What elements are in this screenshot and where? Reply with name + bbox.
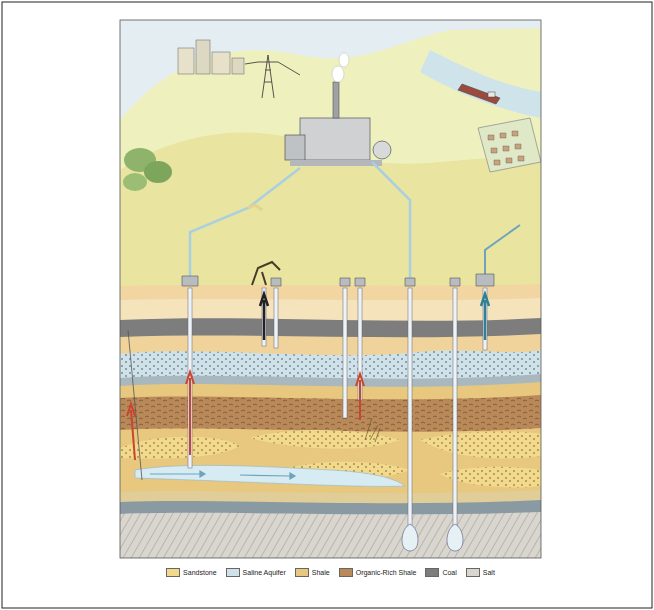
legend-item: Coal — [425, 568, 456, 577]
picture-frame — [120, 20, 541, 558]
legend-swatch — [339, 568, 353, 577]
legend-text: Organic-Rich Shale — [356, 569, 417, 577]
co2-pipeline — [372, 162, 410, 280]
shale-layer — [120, 382, 541, 558]
organic-rich-shale-layer — [120, 395, 541, 558]
shale-layer — [120, 334, 541, 558]
legend-text: Saline Aquifer — [243, 569, 286, 577]
legend-item: Salt — [466, 568, 495, 577]
caprock-layer — [120, 374, 541, 558]
salt-cavern — [447, 524, 463, 551]
houses — [488, 131, 524, 165]
salt-cavern-well — [453, 288, 457, 526]
fault-line — [128, 330, 142, 480]
flow-arrows — [150, 471, 295, 479]
oil-arrow — [260, 294, 268, 340]
steam — [339, 53, 349, 67]
co2-pipeline — [190, 168, 300, 280]
production-well — [274, 288, 278, 348]
sky — [120, 20, 541, 290]
sandstone-lens — [420, 432, 541, 459]
sediment-layer — [120, 298, 541, 558]
barge-cabin — [488, 92, 495, 97]
wellhead — [182, 274, 494, 286]
legend-swatch — [295, 568, 309, 577]
saline-aquifer-layer — [120, 350, 541, 558]
smokestack — [333, 82, 339, 118]
town-building — [212, 52, 230, 74]
salt-layer — [120, 512, 541, 558]
legend-item: Shale — [295, 568, 330, 577]
legend-item: Saline Aquifer — [226, 568, 286, 577]
plant-yard — [290, 160, 382, 166]
legend-swatch — [425, 568, 439, 577]
shale-layer — [120, 428, 541, 558]
town-building — [232, 58, 244, 74]
legend-swatch — [466, 568, 480, 577]
coal-layer — [120, 318, 541, 558]
sandstone-lens — [250, 430, 400, 449]
legend-text: Sandstone — [183, 569, 216, 577]
co2-arrow — [186, 372, 194, 455]
topsoil-layer — [120, 284, 541, 558]
housing-field — [478, 118, 541, 172]
co2-arrow — [127, 404, 135, 460]
tree — [144, 161, 172, 183]
co2-arrow — [356, 374, 364, 420]
salt-cavern-well — [408, 288, 412, 526]
water-pipeline — [485, 225, 520, 280]
town-building — [196, 40, 210, 74]
legend-text: Coal — [442, 569, 456, 577]
town-building — [178, 48, 194, 74]
deep-coal-layer — [120, 500, 541, 558]
power-plant — [300, 118, 370, 160]
deep-shale-layer — [120, 490, 541, 558]
legend-text: Salt — [483, 569, 495, 577]
injected-plume — [135, 465, 405, 486]
salt-cavern — [402, 524, 418, 551]
legend-swatch — [166, 568, 180, 577]
river — [420, 50, 541, 118]
transmission-tower — [245, 55, 300, 98]
steam — [332, 66, 344, 82]
storage-tank — [373, 141, 391, 159]
fractures — [365, 418, 380, 442]
water-arrow — [481, 294, 489, 340]
far-hill — [120, 28, 541, 290]
tree — [123, 173, 147, 191]
legend-swatch — [226, 568, 240, 577]
legend-item: Organic-Rich Shale — [339, 568, 417, 577]
legend-item: Sandstone — [166, 568, 216, 577]
pump-jack — [252, 262, 280, 285]
legend: Sandstone Saline Aquifer Shale Organic-Rich… — [120, 568, 541, 577]
farm-pipe — [248, 205, 262, 210]
monitoring-well — [343, 288, 347, 418]
picture-group — [120, 20, 541, 558]
barge — [458, 84, 500, 104]
legend-text: Shale — [312, 569, 330, 577]
plant-annex — [285, 135, 305, 160]
